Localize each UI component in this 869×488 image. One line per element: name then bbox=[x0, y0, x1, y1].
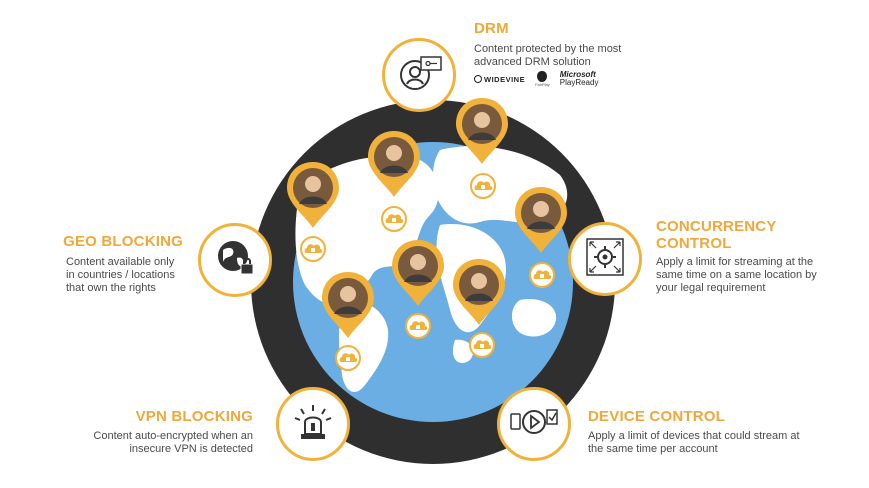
pin-2 bbox=[368, 131, 420, 197]
device-title: DEVICE CONTROL bbox=[588, 408, 725, 425]
vpn-title: VPN BLOCKING bbox=[135, 408, 253, 425]
alarm-light-icon bbox=[291, 400, 335, 449]
drm-desc-line1: Content protected by the most bbox=[474, 43, 622, 55]
geo-desc-line2: in countries / locations bbox=[66, 269, 175, 281]
apple-icon bbox=[537, 71, 548, 82]
microsoft-label: Microsoft bbox=[559, 70, 596, 79]
concurrency-title-line1: CONCURRENCY bbox=[656, 218, 777, 235]
geo-desc-line3: that own the rights bbox=[66, 282, 156, 294]
drm-feature-circle bbox=[382, 38, 456, 112]
cloud-marker-7 bbox=[335, 345, 361, 371]
pin-6 bbox=[453, 259, 505, 325]
device-description: Apply a limit of devices that could stre… bbox=[588, 430, 800, 456]
widevine-label: WIDEVINE bbox=[484, 74, 526, 84]
cloud-marker-5 bbox=[405, 313, 431, 339]
cloud-marker-1 bbox=[300, 236, 326, 262]
drm-title: DRM bbox=[474, 20, 509, 37]
drm-desc-line2: advanced DRM solution bbox=[474, 56, 591, 68]
geo-feature-circle bbox=[198, 223, 272, 297]
vpn-desc-line1: Content auto-encrypted when an bbox=[93, 430, 253, 442]
device-desc-line2: the same time per account bbox=[588, 443, 718, 455]
playready-label: PlayReady bbox=[559, 78, 599, 87]
pin-7 bbox=[322, 272, 374, 338]
concurrency-feature-circle bbox=[568, 222, 642, 296]
concurrency-desc-line2: same time on a same location by bbox=[656, 269, 817, 281]
cloud-marker-2 bbox=[381, 206, 407, 232]
concurrency-desc-line1: Apply a limit for streaming at the bbox=[656, 256, 814, 268]
widevine-logo: WIDEVINE bbox=[474, 75, 525, 84]
pin-4 bbox=[515, 187, 567, 253]
devices-play-icon bbox=[509, 402, 559, 447]
geo-desc-line1: Content available only bbox=[66, 256, 175, 268]
fairplay-logo: FairPlay bbox=[535, 71, 550, 87]
cloud-marker-4 bbox=[529, 262, 555, 288]
drm-partner-logos: WIDEVINE FairPlay Microsoft PlayReady bbox=[474, 71, 598, 87]
concurrency-description: Apply a limit for streaming at the same … bbox=[656, 256, 817, 295]
pin-5 bbox=[392, 240, 444, 306]
globe-lock-icon bbox=[213, 236, 257, 285]
user-key-icon bbox=[395, 53, 443, 98]
geo-title: GEO BLOCKING bbox=[63, 233, 183, 250]
device-feature-circle bbox=[497, 387, 571, 461]
device-desc-line1: Apply a limit of devices that could stre… bbox=[588, 430, 800, 442]
pin-1 bbox=[287, 162, 339, 228]
microsoft-playready-logo: Microsoft PlayReady bbox=[560, 71, 599, 87]
cloud-marker-3 bbox=[470, 173, 496, 199]
concurrency-title-line2: CONTROL bbox=[656, 235, 732, 252]
vpn-desc-line2: insecure VPN is detected bbox=[129, 443, 253, 455]
concurrency-desc-line3: your legal requirement bbox=[656, 282, 766, 294]
widevine-dot-icon bbox=[474, 75, 482, 83]
concurrency-title: CONCURRENCY CONTROL bbox=[656, 218, 777, 252]
fairplay-label: FairPlay bbox=[535, 82, 550, 87]
gear-arrows-icon bbox=[583, 235, 627, 284]
vpn-description: Content auto-encrypted when an insecure … bbox=[93, 430, 253, 456]
cloud-marker-6 bbox=[469, 332, 495, 358]
pin-3 bbox=[456, 98, 508, 164]
vpn-feature-circle bbox=[276, 387, 350, 461]
drm-description: Content protected by the most advanced D… bbox=[474, 43, 621, 69]
geo-description: Content available only in countries / lo… bbox=[66, 256, 175, 295]
